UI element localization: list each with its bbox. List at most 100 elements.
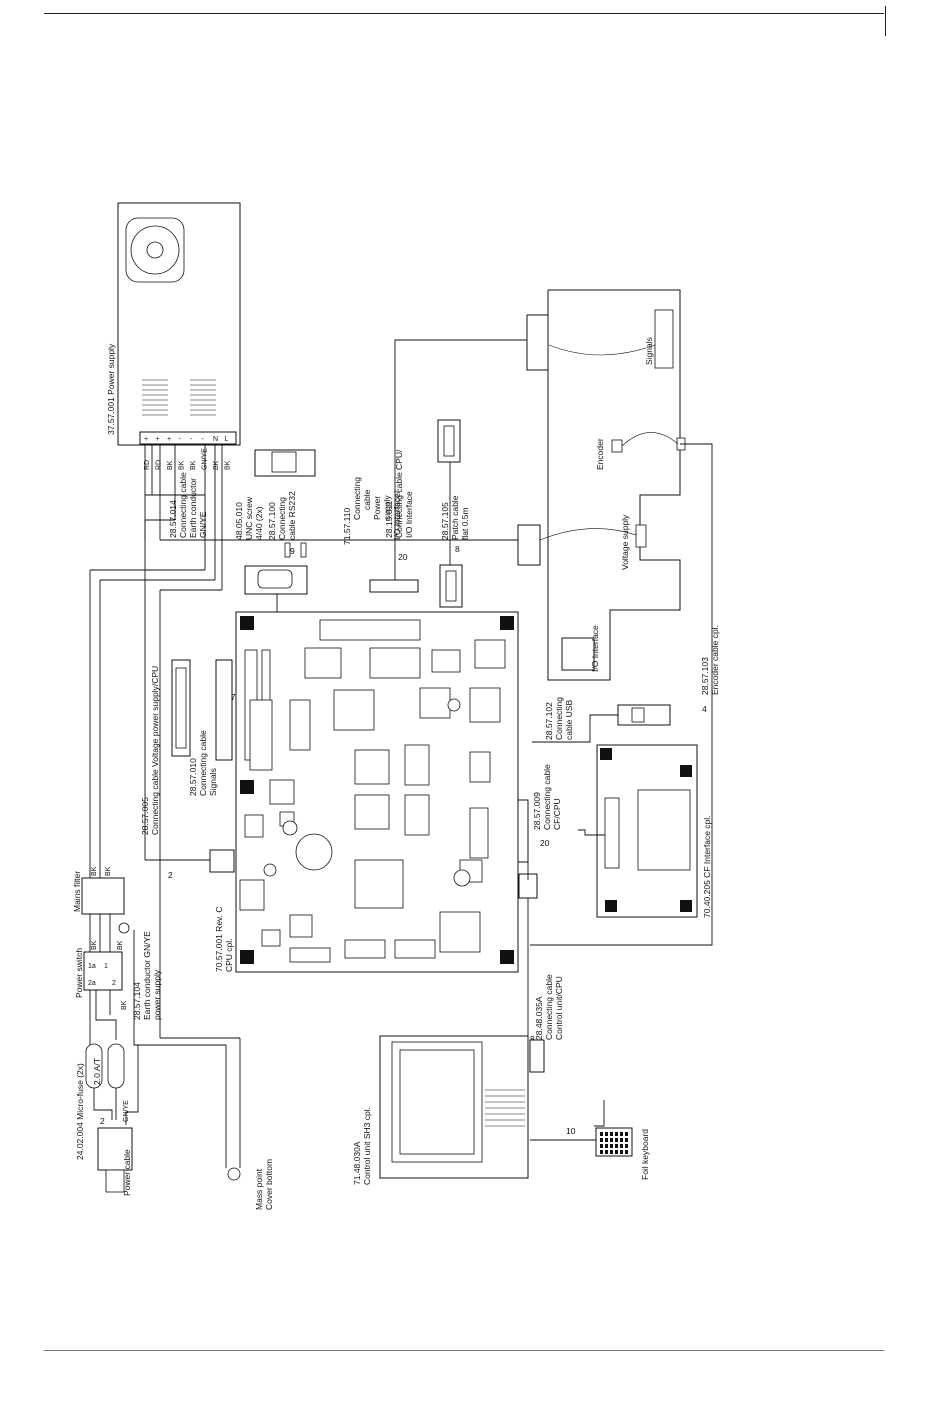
switch-bk1: BK: [91, 940, 98, 950]
vps-cpu-connector: [209, 849, 235, 873]
cpu-component-25: [261, 929, 281, 947]
cpu-capacitor-4: [447, 698, 461, 712]
cpu-component-18: [354, 859, 404, 909]
rs232-line1: 28.57.100: [267, 502, 277, 540]
mass-point-symbol: [227, 1167, 241, 1181]
key-3-0: [600, 1150, 603, 1154]
unc-screw-line2: UNC screw: [244, 496, 254, 540]
signals-cable-line1: 28.57.010: [188, 758, 198, 796]
wire-color-3: BK: [179, 460, 186, 470]
power-terminal-strip: [139, 431, 237, 445]
cpu-component-30: [469, 751, 491, 783]
power-pin-7: L: [225, 436, 229, 443]
key-0-1: [605, 1132, 608, 1136]
vps-line1: 28.57.005: [140, 797, 150, 835]
key-0-5: [625, 1132, 628, 1136]
cable-011-annotation: 28.15.011 Connecting cable CPU/ I/O Inte…: [369, 314, 550, 593]
power-switch-label: Power switch: [74, 948, 84, 998]
key-2-0: [600, 1144, 603, 1148]
cpu-label-line1: 70.57.001 Rev. C: [214, 906, 224, 972]
cable-011-pin: 20: [398, 552, 408, 562]
cable-110-line4: Power: [372, 496, 382, 520]
power-cable-pin: 2: [100, 1116, 105, 1126]
cpu-component-19: [439, 911, 481, 953]
mains-filter-bk1: BK: [91, 866, 98, 876]
vps-cable-annotation: 28.57.005 Connecting cable Voltage power…: [140, 666, 235, 880]
foil-keyboard-label: Foil keyboard: [640, 1129, 650, 1180]
cable-110-line2: Connecting: [352, 477, 362, 520]
control-cable-line2: Connecting cable: [544, 974, 554, 1040]
mass-point: Mass point Cover bottom: [227, 1159, 274, 1210]
key-2-3: [615, 1144, 618, 1148]
cpu-capacitor-3: [453, 869, 471, 887]
cpu-component-13: [469, 687, 501, 723]
switch-pin-1a: 1a: [88, 963, 96, 970]
cable-011-line1: 28.15.011: [384, 501, 394, 538]
power-pin-6: N: [213, 436, 218, 443]
fuse-line1: 24.02.004 Micro-fuse (2x): [75, 1063, 85, 1160]
earth-line2: Earth conductor GN/YE: [142, 931, 152, 1020]
key-2-1: [605, 1144, 608, 1148]
cpu-component-28: [394, 939, 436, 959]
rs232-top-shell: [271, 451, 297, 473]
unc-screw-line3: 4/40 (2x): [254, 506, 264, 540]
cpu-component-17: [404, 794, 430, 836]
mass-point-line1: Mass point: [254, 1168, 264, 1210]
key-0-0: [600, 1132, 603, 1136]
cable-014-annotation: 28.57.014 Connecting cable Earth conduct…: [168, 472, 208, 538]
control-unit-display: [399, 1049, 475, 1155]
mass-point-line2: Cover bottom: [264, 1159, 274, 1210]
unc-screw-annotation: 48.05.010 UNC screw 4/40 (2x): [234, 496, 307, 558]
patch-line3: flat 0.5m: [460, 507, 470, 540]
power-cable-label: Power cable: [122, 1149, 132, 1196]
cpu-component-20: [469, 807, 489, 859]
control-unit-ribbon: [485, 1089, 525, 1127]
signals-cable-line2: Connecting cable: [198, 730, 208, 796]
key-2-4: [620, 1144, 623, 1148]
patch-cable: 28.57.105 Patch cable flat 0.5m 8: [437, 419, 470, 608]
usb-line2: Connecting: [554, 697, 564, 740]
signals-label: Signals: [644, 337, 654, 365]
rs232-pin-count: 9: [290, 546, 295, 556]
mains-filter-bk2: BK: [105, 866, 112, 876]
cpu-component-0: [240, 616, 254, 630]
micro-fuse: 24.02.004 Micro-fuse (2x) 2.0 A/T: [75, 1043, 125, 1160]
usb-cable: 28.57.102 Connecting cable USB: [532, 697, 671, 743]
earth-conductor-annotation: 28.57.104 Earth conductor GN/YE power su…: [132, 930, 227, 1168]
cable-014-line1: 28.57.014: [168, 500, 178, 538]
cf-interface-label: 70.40.205 CF Interface cpl.: [702, 815, 712, 918]
control-unit-connector: [529, 1039, 545, 1073]
voltage-supply-pins: [635, 524, 647, 548]
vps-line2: Connecting cable Voltage power supply/CP…: [150, 666, 160, 835]
power-pin-2: +: [167, 436, 171, 443]
cpu-component-9: [431, 649, 461, 673]
vps-pin: 2: [168, 870, 173, 880]
rs232-line3: cable RS232: [287, 491, 297, 540]
power-supply-wires: [89, 444, 540, 1168]
switch-pin-2a: 2a: [88, 980, 96, 987]
key-1-3: [615, 1138, 618, 1142]
cpu-battery: [295, 833, 333, 871]
key-2-2: [610, 1144, 613, 1148]
fuse-2: [107, 1043, 125, 1089]
foil-keyboard: 10 Foil keyboard: [530, 1100, 650, 1180]
cf-cable-line1: 28.57.009: [532, 792, 542, 830]
cpu-component-1: [240, 780, 254, 794]
cpu-component-4: [500, 950, 514, 964]
control-cable-pin: 8: [530, 1034, 535, 1044]
control-unit-line1: 71.48.030A: [352, 1141, 362, 1185]
usb-plug-tab: [631, 707, 645, 723]
cf-interface-board: 70.40.205 CF Interface cpl.: [578, 744, 712, 918]
fan-hub: [146, 241, 164, 259]
power-switch-body: [83, 951, 123, 991]
cable-014-line4: GN/YE: [198, 511, 208, 538]
cpu-component-8: [369, 647, 421, 679]
cpu-components: [239, 616, 514, 964]
patch-plug-bottom: [445, 570, 457, 602]
rs232-connector: 28.57.100 Connecting cable RS232 9: [244, 449, 316, 612]
header-rule: [44, 13, 884, 14]
patch-plug-top: [443, 425, 455, 457]
